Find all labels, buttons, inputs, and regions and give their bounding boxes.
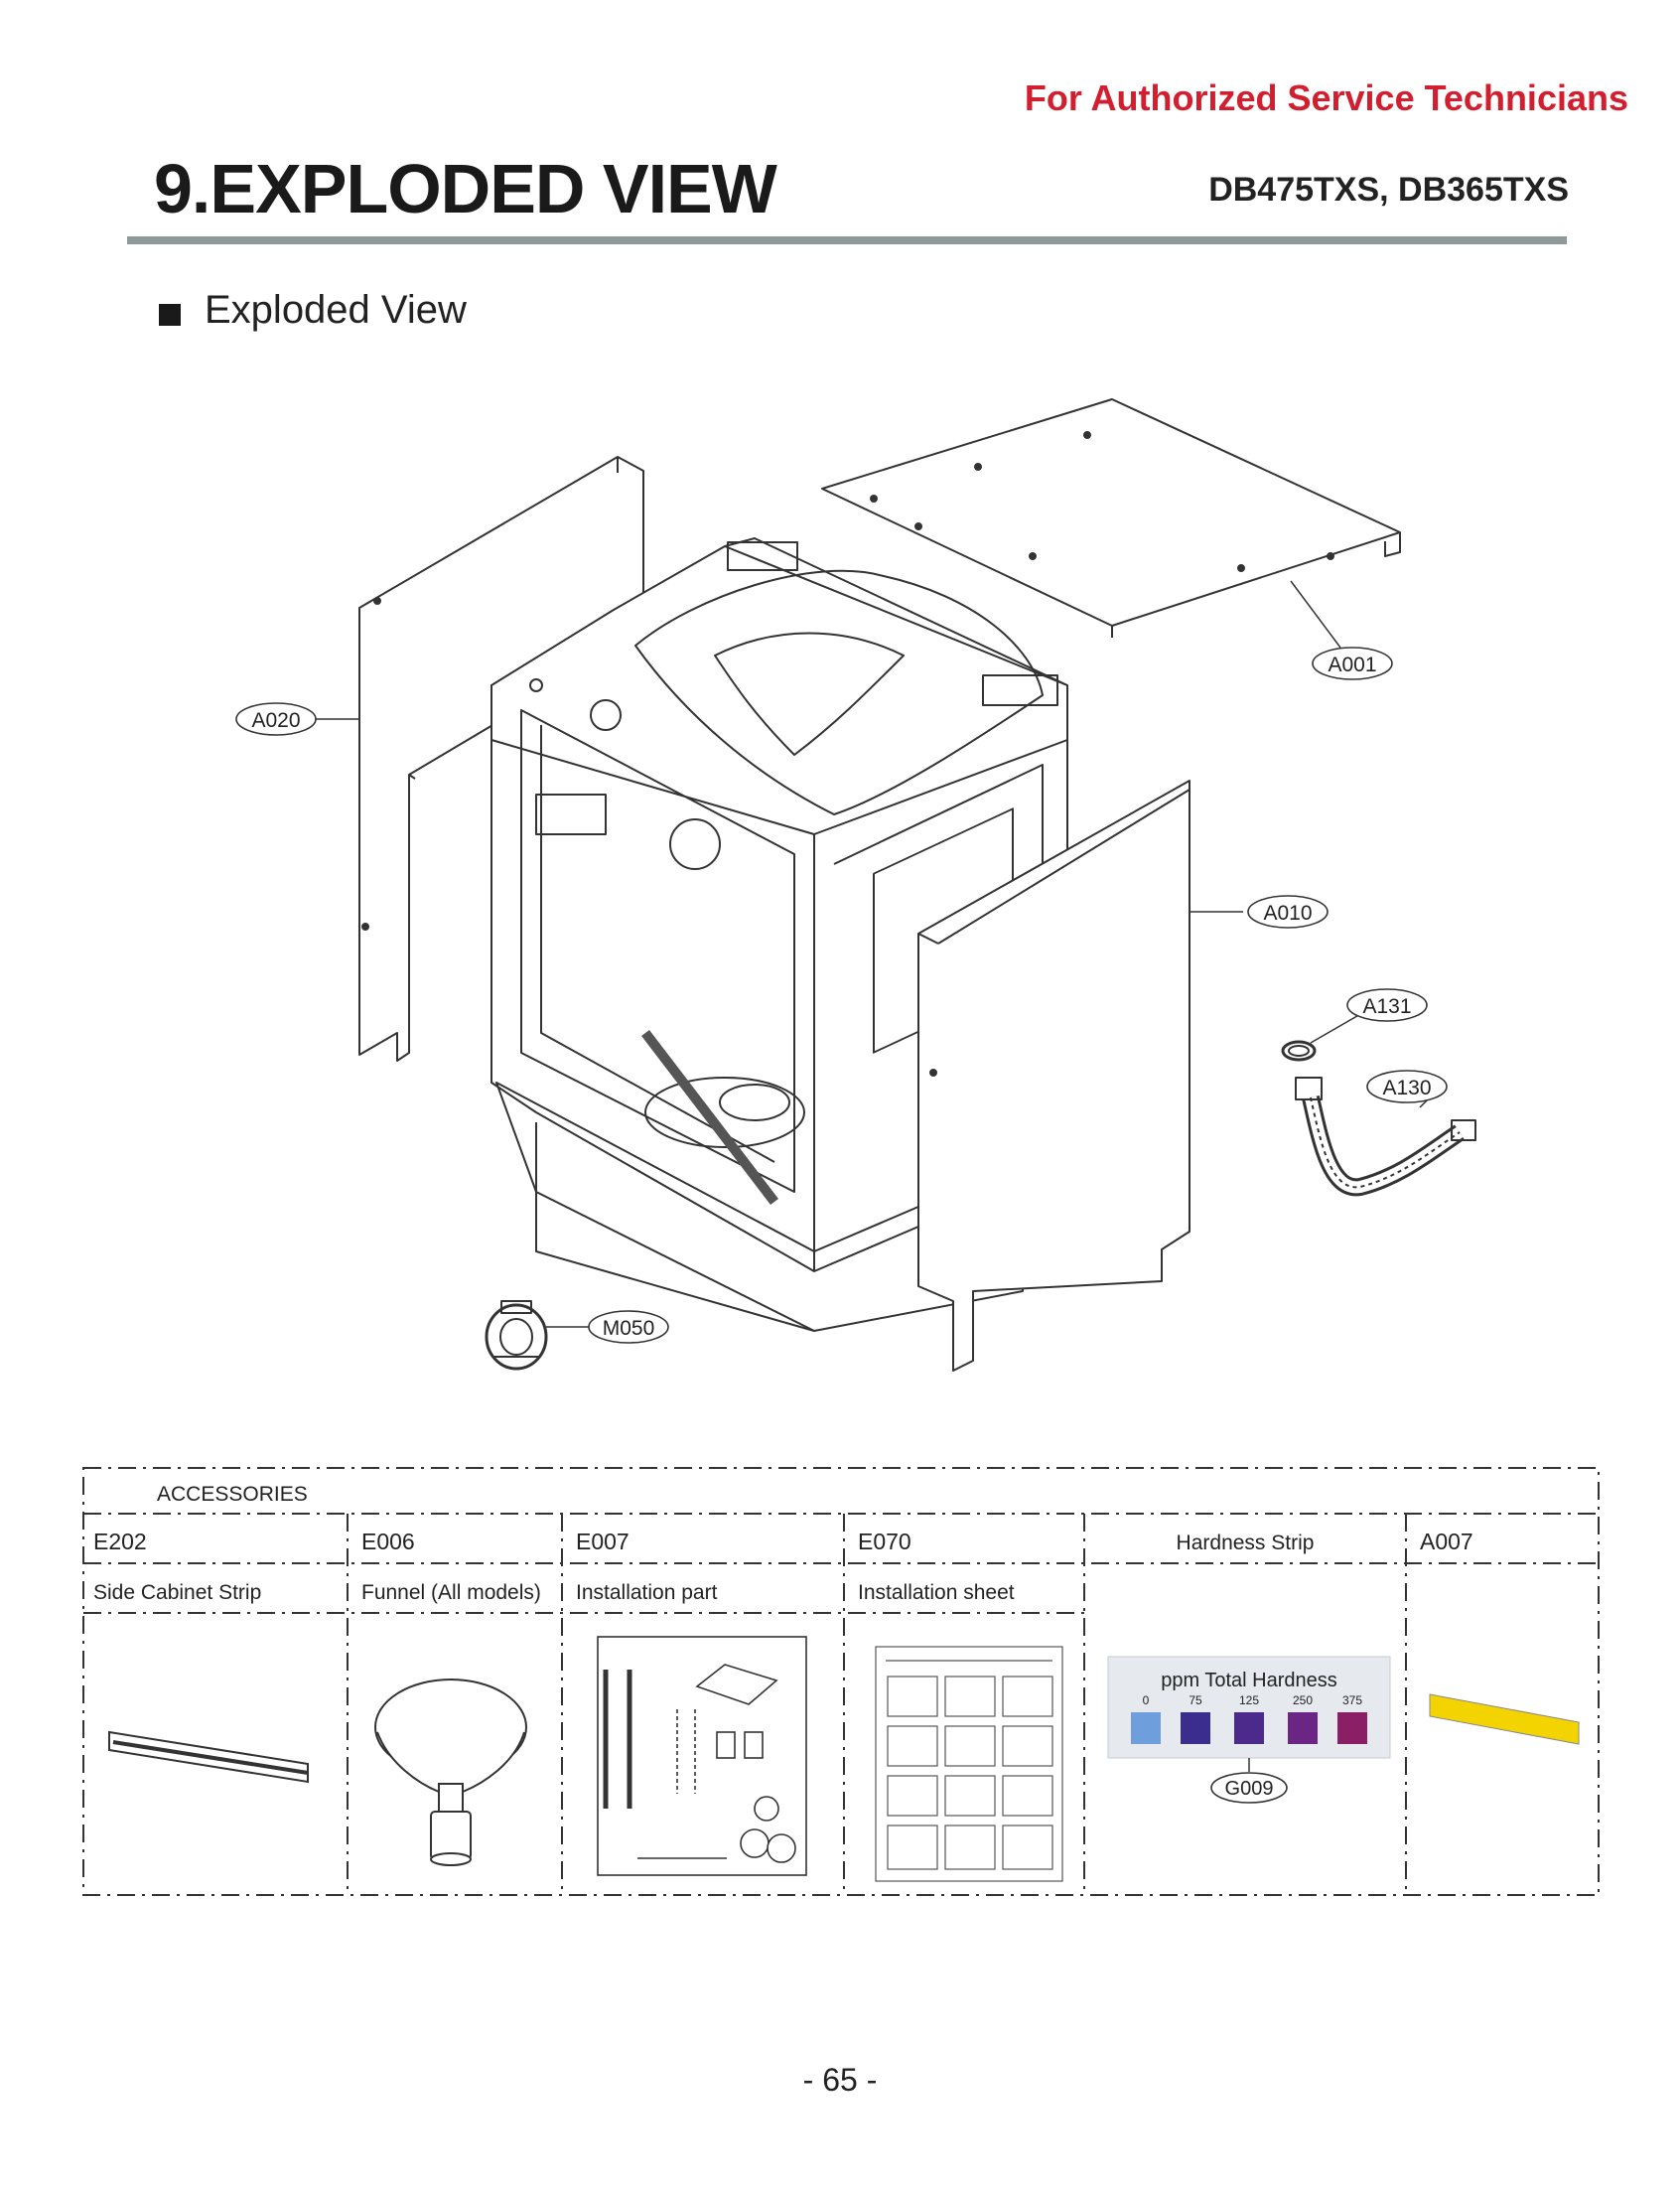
accessories-table: ACCESSORIES E202 E006 E007 E070 Hardness… xyxy=(82,1467,1600,1896)
section-bullet-icon xyxy=(159,304,181,326)
accessory-code-e070: E070 xyxy=(858,1529,911,1554)
accessory-name-e070: Installation sheet xyxy=(858,1581,1015,1604)
callout-label-a010: A010 xyxy=(1263,902,1312,925)
hardness-strip-card: ppm Total Hardness 0 75 125 250 375 G009 xyxy=(1107,1656,1391,1804)
hardness-swatch-0 xyxy=(1131,1712,1161,1744)
model-numbers: DB475TXS, DB365TXS xyxy=(1208,171,1569,209)
callout-a130 xyxy=(1366,1070,1448,1103)
accessory-code-e006: E006 xyxy=(361,1529,415,1554)
callout-m050 xyxy=(588,1310,669,1344)
callout-label-g009: G009 xyxy=(1225,1778,1274,1800)
authorized-technicians-note: For Authorized Service Technicians xyxy=(1024,77,1628,118)
motor-part xyxy=(485,1300,548,1371)
hardness-level-125: 125 xyxy=(1239,1693,1259,1707)
installation-part-illustration xyxy=(597,1636,807,1876)
hardness-swatch-250 xyxy=(1288,1712,1318,1744)
page-number: - 65 - xyxy=(802,2062,878,2098)
left-side-panel xyxy=(358,456,644,1062)
accessory-name-e007: Installation part xyxy=(576,1581,718,1604)
callout-g009 xyxy=(1210,1772,1288,1804)
hardness-level-0: 0 xyxy=(1143,1693,1150,1707)
callout-label-m050: M050 xyxy=(603,1317,655,1340)
accessory-code-e202: E202 xyxy=(93,1529,147,1554)
hardness-level-250: 250 xyxy=(1293,1693,1313,1707)
hardness-swatch-125 xyxy=(1234,1712,1264,1744)
accessory-code-a007: A007 xyxy=(1420,1529,1473,1554)
callout-label-a131: A131 xyxy=(1362,995,1411,1018)
hardness-level-75: 75 xyxy=(1189,1693,1202,1707)
accessory-name-e202: Side Cabinet Strip xyxy=(93,1581,261,1604)
drain-hose xyxy=(1295,1077,1476,1197)
accessory-hardness-strip-label: Hardness Strip xyxy=(1177,1532,1315,1554)
callout-label-a130: A130 xyxy=(1382,1077,1431,1099)
top-panel xyxy=(821,398,1401,638)
accessories-title: ACCESSORIES xyxy=(157,1483,308,1506)
page-title: 9.EXPLODED VIEW xyxy=(154,150,777,227)
accessory-name-e006: Funnel (All models) xyxy=(361,1581,541,1604)
hardness-swatch-75 xyxy=(1181,1712,1210,1744)
hardness-swatch-375 xyxy=(1337,1712,1367,1744)
title-divider xyxy=(127,236,1567,244)
hardness-level-375: 375 xyxy=(1342,1693,1362,1707)
section-heading: Exploded View xyxy=(205,288,467,332)
a007-yellow-strip xyxy=(1429,1693,1580,1745)
callout-a001 xyxy=(1312,647,1393,680)
callout-label-a001: A001 xyxy=(1328,654,1376,676)
callout-label-a020: A020 xyxy=(251,709,300,732)
callout-a010 xyxy=(1247,895,1329,929)
installation-sheet-illustration xyxy=(875,1646,1063,1882)
callout-a131 xyxy=(1346,988,1428,1022)
accessory-code-e007: E007 xyxy=(576,1529,630,1554)
side-cabinet-strip-illustration xyxy=(108,1730,309,1784)
right-side-panel xyxy=(917,780,1190,1372)
funnel-illustration xyxy=(374,1679,527,1866)
exploded-view-diagram: A001 A020 A010 A131 A130 M050 xyxy=(235,398,1476,1372)
hardness-strip-title: ppm Total Hardness xyxy=(1161,1670,1337,1691)
callout-a020 xyxy=(235,702,317,736)
drain-hose-ring xyxy=(1281,1040,1317,1062)
